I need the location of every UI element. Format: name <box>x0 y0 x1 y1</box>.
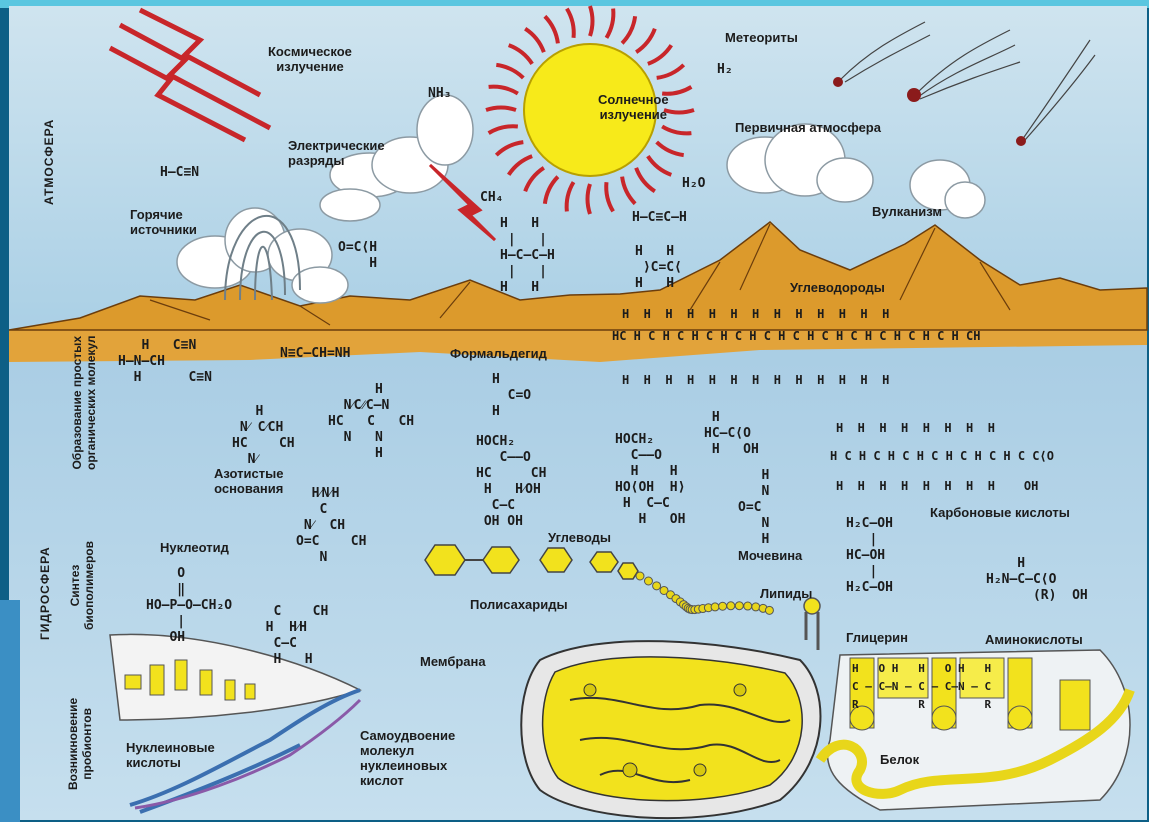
formula-peptide: H O H H O H H C — C—N — C — C—N — C R R … <box>852 660 991 714</box>
bead <box>744 602 752 610</box>
formula-nh3: NH₃ <box>428 86 451 102</box>
section-probionts: Возникновение пробионтов <box>66 698 94 790</box>
formula-cytosine: H⁄N⁄H C N⁄ CH O=C CH N <box>296 486 366 566</box>
formula-glucose: HOCH₂ C——O H H HO⟨OH H⟩ H C—C H OH <box>615 432 685 528</box>
label-primary-atmosphere: Первичная атмосфера <box>735 120 881 135</box>
bead <box>727 602 735 610</box>
label-replication: Самоудвоение молекул нуклеиновых кислот <box>360 728 455 788</box>
label-nucleic-acids: Нуклеиновые кислоты <box>126 740 215 770</box>
formula-aminonitrile: H C≡N H—N—CH H C≡N <box>118 338 212 386</box>
bead <box>765 606 773 614</box>
section-synthesis: Синтез биополимеров <box>68 541 96 630</box>
label-carbohydrates: Углеводы <box>548 530 611 545</box>
formula-purine: H N⁄C⁄⁄C—N HC C CH N N H <box>328 382 414 462</box>
section-formation: Образование простых органических молекул <box>70 335 98 470</box>
label-urea: Мочевина <box>738 548 802 563</box>
formula-h2: H₂ <box>717 62 733 78</box>
label-hot-springs: Горячие источники <box>130 207 197 237</box>
label-electric-discharges: Электрические разряды <box>288 138 385 168</box>
formula-ethylene: H H ⟩C=C⟨ H H <box>635 244 682 292</box>
bead <box>653 582 661 590</box>
bead <box>752 603 760 611</box>
bead <box>719 602 727 610</box>
formula-nucleotide-sugar: C CH H H⁄H C—C H H <box>250 604 328 668</box>
water-left-strip <box>0 600 20 822</box>
formula-acetic: H HC—C⟨O H OH <box>704 410 759 458</box>
formula-phosphate: O ‖ HO—P—O—CH₂O | OH <box>146 566 232 646</box>
formula-formaldehyde-top: O=C⟨H H <box>338 240 377 272</box>
label-nitrogen-bases: Азотистые основания <box>214 466 283 496</box>
section-hydrosphere: ГИДРОСФЕРА <box>38 546 52 640</box>
label-glycerol: Глицерин <box>846 630 908 645</box>
formula-hydrocarbon-mid: HC H C H C H C H C H C H C H C H C H C H… <box>612 328 980 344</box>
label-polysaccharides: Полисахариды <box>470 597 568 612</box>
bead <box>636 572 644 580</box>
cell <box>521 641 820 818</box>
formula-fatty-mid: H C H C H C H C H C H C H C C⟨O <box>830 448 1054 464</box>
formula-acetylene: H—C≡C—H <box>632 210 687 226</box>
label-volcanism: Вулканизм <box>872 204 942 219</box>
formula-hcn: H—C≡N <box>160 165 199 181</box>
formula-cyanoform: N≡C—CH=NH <box>280 346 350 362</box>
label-solar-radiation: Солнечное излучение <box>598 92 669 122</box>
formula-formaldehyde-water: H C=O H <box>492 372 531 420</box>
formula-fatty-bot: H H H H H H H H OH <box>836 478 1038 494</box>
formula-glycerol: H₂C—OH | HC—OH | H₂C—OH <box>846 516 893 596</box>
label-carboxylic-acids: Карбоновые кислоты <box>930 505 1070 520</box>
label-hydrocarbons: Углеводороды <box>790 280 885 295</box>
label-amino-acids: Аминокислоты <box>985 632 1083 647</box>
formula-ethane: H H | | H—C—C—H | | H H <box>500 216 555 296</box>
section-atmosphere: АТМОСФЕРА <box>42 119 56 205</box>
label-nucleotide: Нуклеотид <box>160 540 229 555</box>
formula-ch4: CH₄ <box>480 190 503 206</box>
formula-hydrocarbon-bot: H H H H H H H H H H H H H <box>622 372 889 388</box>
formula-fatty-top: H H H H H H H H <box>836 420 995 436</box>
label-protein: Белок <box>880 752 919 767</box>
label-meteorites: Метеориты <box>725 30 798 45</box>
formula-urea: H N O=C N H <box>738 468 769 548</box>
label-membrane: Мембрана <box>420 654 486 669</box>
bead <box>711 603 719 611</box>
formula-hydrocarbon-top: H H H H H H H H H H H H H <box>622 306 889 322</box>
label-formaldehyde: Формальдегид <box>450 346 547 361</box>
bead <box>735 602 743 610</box>
label-cosmic-radiation: Космическое излучение <box>268 44 352 74</box>
formula-amino-acid: H H₂N—C—C⟨O (R) OH <box>986 556 1088 604</box>
formula-h2o: H₂O <box>682 176 705 192</box>
formula-ribose: HOCH₂ C——O HC CH H H⁄OH C—C OH OH <box>476 434 546 530</box>
formula-pyrimidine: H N⁄ C⁄CH HC CH N⁄ <box>232 404 295 468</box>
label-lipids: Липиды <box>760 586 812 601</box>
bead <box>644 577 652 585</box>
